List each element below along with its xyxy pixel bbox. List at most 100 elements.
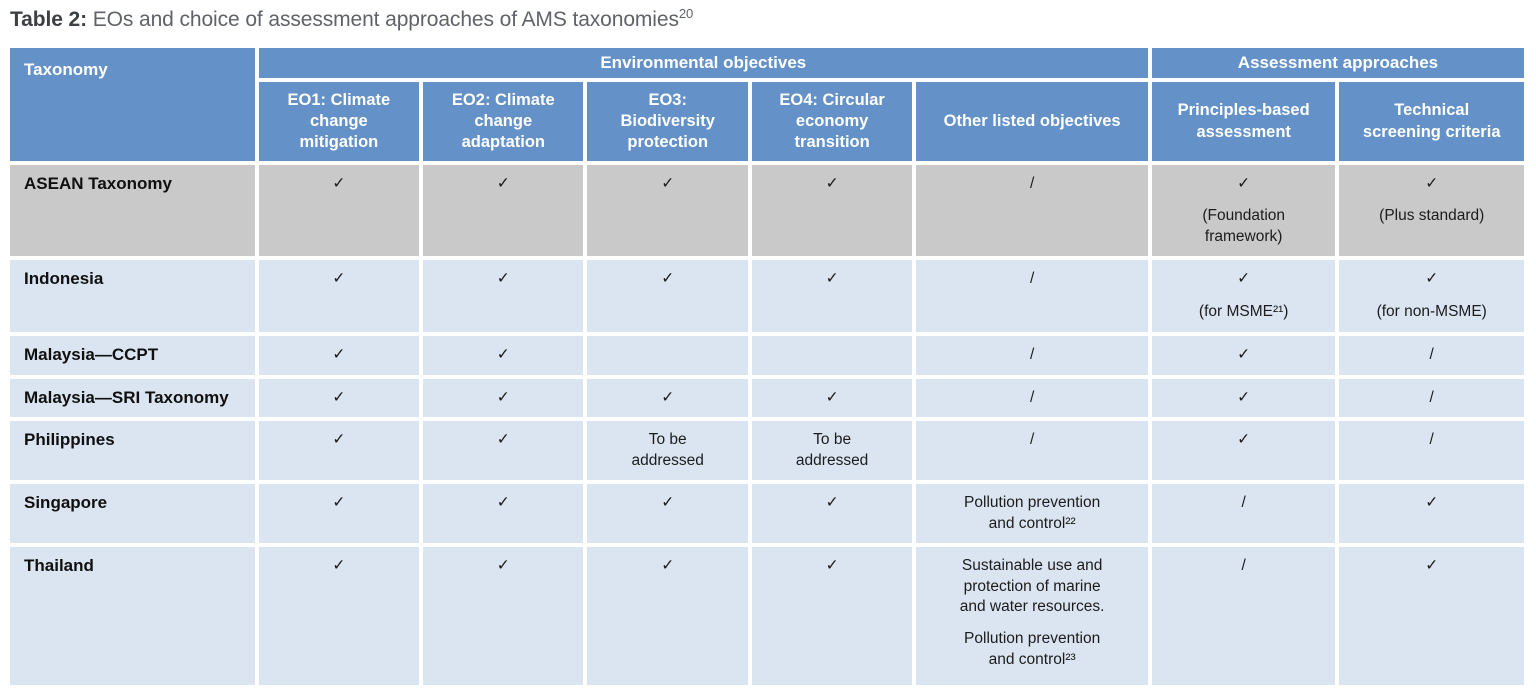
table-cell: ✓: [587, 165, 748, 257]
row-label: Malaysia—SRI Taxonomy: [10, 378, 255, 418]
cell-text: (Plus standard): [1379, 207, 1485, 225]
table-title: Table 2: EOs and choice of assessment ap…: [10, 6, 1530, 33]
check-mark-icon: ✓: [1237, 175, 1251, 192]
table-row: Indonesia✓✓✓✓/✓(for MSME²¹)✓(for non-MSM…: [10, 260, 1524, 333]
cell-text: (for MSME²¹): [1198, 302, 1289, 320]
cell-text: To be addressed: [795, 431, 869, 469]
check-mark-icon: ✓: [1237, 431, 1251, 449]
table-row: Singapore✓✓✓✓Pollution prevention and co…: [10, 484, 1524, 544]
table-cell: ✓: [258, 484, 420, 544]
table-row: Philippines ✓ ✓ To be addressed To be addres…: [10, 421, 1524, 481]
cell-text: Pollution prevention and control²³: [964, 630, 1101, 668]
table-cell: ✓: [423, 484, 584, 544]
slash-mark-icon: /: [1029, 270, 1035, 288]
table-row: Malaysia—CCPT ✓ ✓ / ✓ /: [10, 336, 1524, 375]
table-cell: ✓: [751, 547, 913, 686]
table-cell: /: [916, 260, 1148, 333]
check-mark-icon: ✓: [1425, 494, 1439, 512]
table-cell: ✓ (for MSME²¹): [1151, 260, 1336, 333]
table-cell: [587, 336, 748, 375]
check-mark-icon: ✓: [496, 557, 510, 575]
check-mark-icon: ✓: [332, 388, 346, 406]
row-label: Philippines: [10, 421, 255, 481]
table-cell: Pollution prevention and control²²: [916, 484, 1148, 544]
table-cell: ✓: [587, 484, 748, 544]
table-cell: [751, 336, 913, 375]
slash-mark-icon: /: [1029, 175, 1035, 192]
table-cell: ✓: [258, 165, 420, 257]
column-header-principles-based-assessment: Principles-based assessment: [1151, 82, 1336, 161]
check-mark-icon: ✓: [332, 175, 346, 192]
check-mark-icon: ✓: [496, 270, 510, 288]
slash-mark-icon: /: [1241, 557, 1246, 575]
table-cell: ✓: [751, 260, 913, 333]
check-mark-icon: ✓: [661, 388, 675, 406]
table-cell: ✓: [258, 421, 420, 481]
column-header-taxonomy: Taxonomy: [10, 48, 255, 161]
table-cell: /: [916, 336, 1148, 375]
check-mark-icon: ✓: [661, 270, 675, 288]
cell-text: Sustainable use and protection of marine…: [959, 557, 1105, 615]
table-title-prefix: Table 2:: [10, 8, 87, 31]
table-cell: ✓: [587, 378, 748, 418]
table-cell: ✓: [423, 421, 584, 481]
check-mark-icon: ✓: [661, 175, 675, 192]
check-mark-icon: ✓: [825, 494, 839, 512]
check-mark-icon: ✓: [825, 270, 839, 288]
column-header-other-listed-objectives: Other listed objectives: [916, 82, 1148, 161]
cell-text: To be addressed: [631, 431, 704, 469]
row-label: Malaysia—CCPT: [10, 336, 255, 375]
column-header-eo2-climate-change-adaptation: EO2: Climate change adaptation: [423, 82, 584, 161]
check-mark-icon: ✓: [332, 494, 346, 512]
row-label: Singapore: [10, 484, 255, 544]
check-mark-icon: ✓: [825, 557, 839, 575]
table-cell: ✓: [1339, 484, 1524, 544]
check-mark-icon: ✓: [661, 557, 675, 575]
check-mark-icon: ✓: [1425, 557, 1439, 575]
check-mark-icon: ✓: [332, 557, 346, 575]
table-cell: /: [1339, 421, 1524, 481]
table-cell: /: [1151, 547, 1336, 686]
check-mark-icon: ✓: [332, 346, 346, 364]
table-cell: ✓: [1339, 547, 1524, 686]
column-header-eo4-circular-economy-transition: EO4: Circular economy transition: [751, 82, 913, 161]
table-cell: ✓: [587, 547, 748, 686]
table-row: Thailand✓✓✓✓Sustainable use and protecti…: [10, 547, 1524, 686]
table-cell: ✓: [751, 165, 913, 257]
check-mark-icon: ✓: [1237, 388, 1251, 406]
check-mark-icon: ✓: [1237, 346, 1251, 364]
row-label: ASEAN Taxonomy: [10, 165, 255, 257]
column-header-eo3-biodiversity-protection: EO3: Biodiversity protection: [587, 82, 748, 161]
table-cell: ✓: [258, 260, 420, 333]
table-cell: ✓: [423, 260, 584, 333]
slash-mark-icon: /: [1241, 494, 1246, 512]
table-cell: ✓: [1151, 336, 1336, 375]
check-mark-icon: ✓: [1425, 270, 1439, 288]
table-cell: ✓: [587, 260, 748, 333]
check-mark-icon: ✓: [332, 270, 346, 288]
table-cell: To be addressed: [751, 421, 913, 481]
group-header-environmental-objectives: Environmental objectives: [258, 48, 1148, 78]
slash-mark-icon: /: [1029, 388, 1035, 406]
check-mark-icon: ✓: [825, 388, 839, 406]
cell-text: Pollution prevention and control²²: [964, 494, 1101, 532]
table-cell: ✓: [258, 336, 420, 375]
table-cell: Sustainable use and protection of marine…: [916, 547, 1148, 686]
cell-text: (Foundation framework): [1202, 207, 1286, 245]
slash-mark-icon: /: [1029, 431, 1035, 449]
cell-text: (for non-MSME): [1376, 302, 1487, 320]
slash-mark-icon: /: [1429, 346, 1434, 364]
table-cell: /: [916, 378, 1148, 418]
table-cell: ✓: [258, 378, 420, 418]
column-header-technical-screening-criteria: Technical screening criteria: [1339, 82, 1524, 161]
table-cell: ✓: [1151, 378, 1336, 418]
table-cell: ✓: [423, 547, 584, 686]
check-mark-icon: ✓: [1237, 270, 1251, 288]
table-cell: ✓: [751, 378, 913, 418]
table-cell: ✓: [423, 336, 584, 375]
table-cell: ✓: [751, 484, 913, 544]
check-mark-icon: ✓: [825, 175, 839, 192]
check-mark-icon: ✓: [332, 431, 346, 449]
taxonomy-table: Taxonomy Environmental objectives Assess…: [6, 44, 1528, 689]
